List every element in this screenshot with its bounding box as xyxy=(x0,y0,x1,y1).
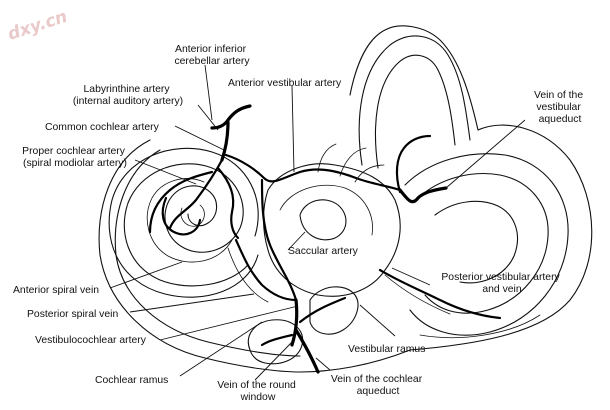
label-cochlear-ramus: Cochlear ramus xyxy=(95,375,168,386)
label-vein-of-vestibular-aqueduct: Vein of the vestibular aqueduct xyxy=(534,90,586,125)
label-anterior-vestibular-artery: Anterior vestibular artery xyxy=(228,78,342,89)
watermark: dxy.cn xyxy=(5,7,69,45)
blood-vessels xyxy=(148,104,502,374)
label-anterior-inferior-cerebellar-artery: Anterior inferior cerebellar artery xyxy=(174,44,250,67)
label-anterior-spiral-vein: Anterior spiral vein xyxy=(13,285,99,296)
label-saccular-artery: Saccular artery xyxy=(288,246,359,257)
label-vestibulocochlear-artery: Vestibulocochlear artery xyxy=(35,335,147,346)
labyrinthine-artery-vessel xyxy=(210,104,252,130)
label-posterior-vestibular-artery-and-vein: Posterior vestibular artery and vein xyxy=(441,272,562,295)
label-vestibular-ramus: Vestibular ramus xyxy=(348,344,425,355)
label-proper-cochlear-artery: Proper cochlear artery (spiral modiolar … xyxy=(22,146,128,169)
vestibular-aqueduct-vein-vessel xyxy=(398,186,448,204)
label-common-cochlear-artery: Common cochlear artery xyxy=(45,122,160,133)
labyrinth-outline xyxy=(98,25,593,373)
label-vein-of-cochlear-aqueduct: Vein of the cochlear aqueduct xyxy=(331,374,425,397)
cochlear-aqueduct-vein-vessel xyxy=(294,328,320,374)
label-labyrinthine-artery: Labyrinthine artery (internal auditory a… xyxy=(73,84,183,107)
leader-lines xyxy=(109,64,526,381)
label-posterior-spiral-vein: Posterior spiral vein xyxy=(27,309,118,320)
label-vein-of-round-window: Vein of the round window xyxy=(217,380,298,403)
diagram-labels: Anterior inferior cerebellar artery Laby… xyxy=(13,44,586,403)
